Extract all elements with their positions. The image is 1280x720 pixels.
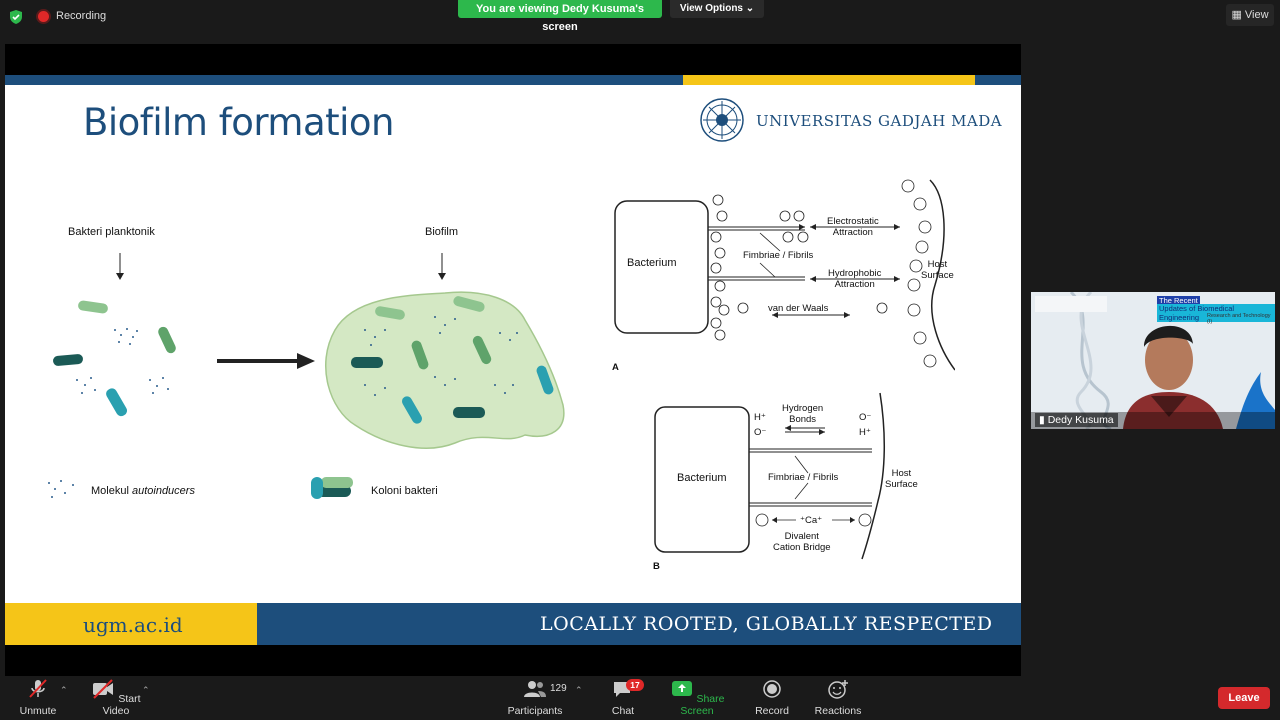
footer-tagline: LOCALLY ROOTED, GLOBALLY RESPECTED (540, 613, 993, 635)
diagram-b-panel-letter: B (653, 561, 660, 572)
diagram-a-hydrophobic-1: Hydrophobic (828, 268, 882, 279)
slide-footer-left (5, 603, 257, 645)
share-screen-label: Share Screen (680, 693, 725, 717)
unmute-button[interactable]: Unmute (12, 678, 64, 717)
recording-label: Recording (56, 10, 107, 22)
diagram-a-electrostatic-2: Attraction (832, 227, 873, 238)
participant-name-text: Dedy Kusuma (1047, 414, 1114, 426)
view-options-button[interactable]: View Options ⌄ (670, 0, 764, 18)
label-biofilm: Biofilm (425, 226, 459, 238)
ugm-seal-logo (700, 98, 744, 142)
diagram-a-panel-letter: A (612, 362, 619, 373)
share-screen-icon (671, 681, 692, 696)
start-video-button[interactable]: Start Video (86, 678, 146, 717)
diagram-a-electrostatic-1: Electrostatic (827, 216, 879, 227)
participant-video-tile[interactable]: The Recent Updates of Biomedical Enginee… (1031, 292, 1275, 429)
view-options-label: View Options (679, 3, 743, 14)
diagram-b (654, 392, 886, 560)
video-options-caret[interactable]: ⌃ (142, 685, 150, 695)
participants-icon (524, 681, 546, 697)
view-button[interactable]: ▦ View (1226, 4, 1274, 26)
microphone-muted-icon (29, 679, 47, 698)
diagram-a-van-der-waals: van der Waals (768, 303, 829, 314)
participants-options-caret[interactable]: ⌃ (575, 685, 583, 695)
slide-title: Biofilm formation (83, 101, 395, 144)
diagram-b-o-minus-right: O⁻ (859, 412, 872, 423)
diagram-b-host-1: Host (891, 468, 912, 479)
slide-stripe (5, 75, 683, 85)
video-banner-2: Updates of Biomedical Engineering (1157, 304, 1275, 322)
reactions-button[interactable]: Reactions (812, 678, 864, 717)
participant-name: ▮ Dedy Kusuma (1035, 413, 1118, 427)
diagram-a-host-1: Host (927, 259, 948, 270)
viewing-banner: You are viewing Dedy Kusuma's screen (458, 0, 662, 33)
diagram-b-h-plus-right: H⁺ (859, 427, 871, 438)
footer-url: ugm.ac.id (83, 613, 183, 637)
reactions-label: Reactions (814, 705, 862, 717)
unmute-label: Unmute (19, 705, 57, 717)
share-screen-button[interactable]: Share Screen (664, 678, 730, 717)
biofilm-illustration (48, 253, 565, 499)
diagram-a-bacterium: Bacterium (627, 257, 677, 269)
video-banner-1: The Recent (1157, 296, 1200, 305)
slide-stripe (975, 75, 1021, 85)
participants-count: 129 (550, 683, 567, 694)
slide: Biofilm formation UNIVERSITAS GADJAH MAD… (5, 75, 1021, 645)
legend-molecules: Molekul autoinducers (91, 485, 195, 497)
diagram-a (614, 179, 955, 371)
grid-icon: ▦ (1231, 9, 1242, 21)
diagram-a-fimbriae: Fimbriae / Fibrils (743, 250, 814, 261)
chat-badge: 17 (626, 679, 644, 691)
video-banner-3: Research and Technology (I) (1207, 313, 1271, 325)
audio-options-caret[interactable]: ⌃ (60, 685, 68, 695)
record-button[interactable]: Record (750, 678, 794, 717)
diagram-b-ca: ⁺Ca⁺ (800, 515, 823, 526)
chat-label: Chat (611, 705, 635, 717)
diagram-b-hydrogen-2: Bonds (789, 414, 817, 425)
recording-icon (38, 11, 49, 22)
diagram-b-bacterium: Bacterium (677, 472, 727, 484)
participants-label: Participants (507, 705, 563, 717)
diagram-b-h-plus-left: H⁺ (754, 412, 766, 423)
legend-molecules-italic: autoinducers (131, 485, 195, 497)
shield-icon[interactable] (8, 9, 24, 25)
record-label: Record (755, 705, 789, 717)
slide-footer-right (257, 603, 1021, 645)
diagram-b-fimbriae: Fimbriae / Fibrils (768, 472, 839, 483)
start-video-label: Start Video (102, 693, 141, 717)
diagram-a-host-2: Surface (921, 270, 954, 281)
diagram-b-o-minus-left: O⁻ (754, 427, 767, 438)
participants-button[interactable]: Participants (503, 678, 567, 717)
record-icon (763, 680, 781, 698)
leave-button[interactable]: Leave (1218, 687, 1270, 709)
slide-stripe (683, 75, 975, 85)
institution-name: UNIVERSITAS GADJAH MADA (756, 112, 1003, 130)
view-label: View (1244, 9, 1269, 21)
label-planktonic: Bakteri planktonik (68, 226, 155, 238)
legend-molecules-prefix: Molekul (91, 485, 132, 497)
diagram-b-divalent-2: Cation Bridge (773, 542, 831, 553)
signal-icon: ▮ (1039, 414, 1045, 426)
diagram-a-hydrophobic-2: Attraction (834, 279, 875, 290)
diagram-b-hydrogen-1: Hydrogen (782, 403, 824, 414)
diagram-b-host-2: Surface (885, 479, 918, 490)
reactions-icon (828, 680, 848, 699)
video-off-icon (93, 679, 114, 699)
diagram-b-divalent-1: Divalent (784, 531, 819, 542)
legend-colony: Koloni bakteri (371, 485, 438, 497)
chevron-down-icon: ⌄ (745, 3, 755, 14)
